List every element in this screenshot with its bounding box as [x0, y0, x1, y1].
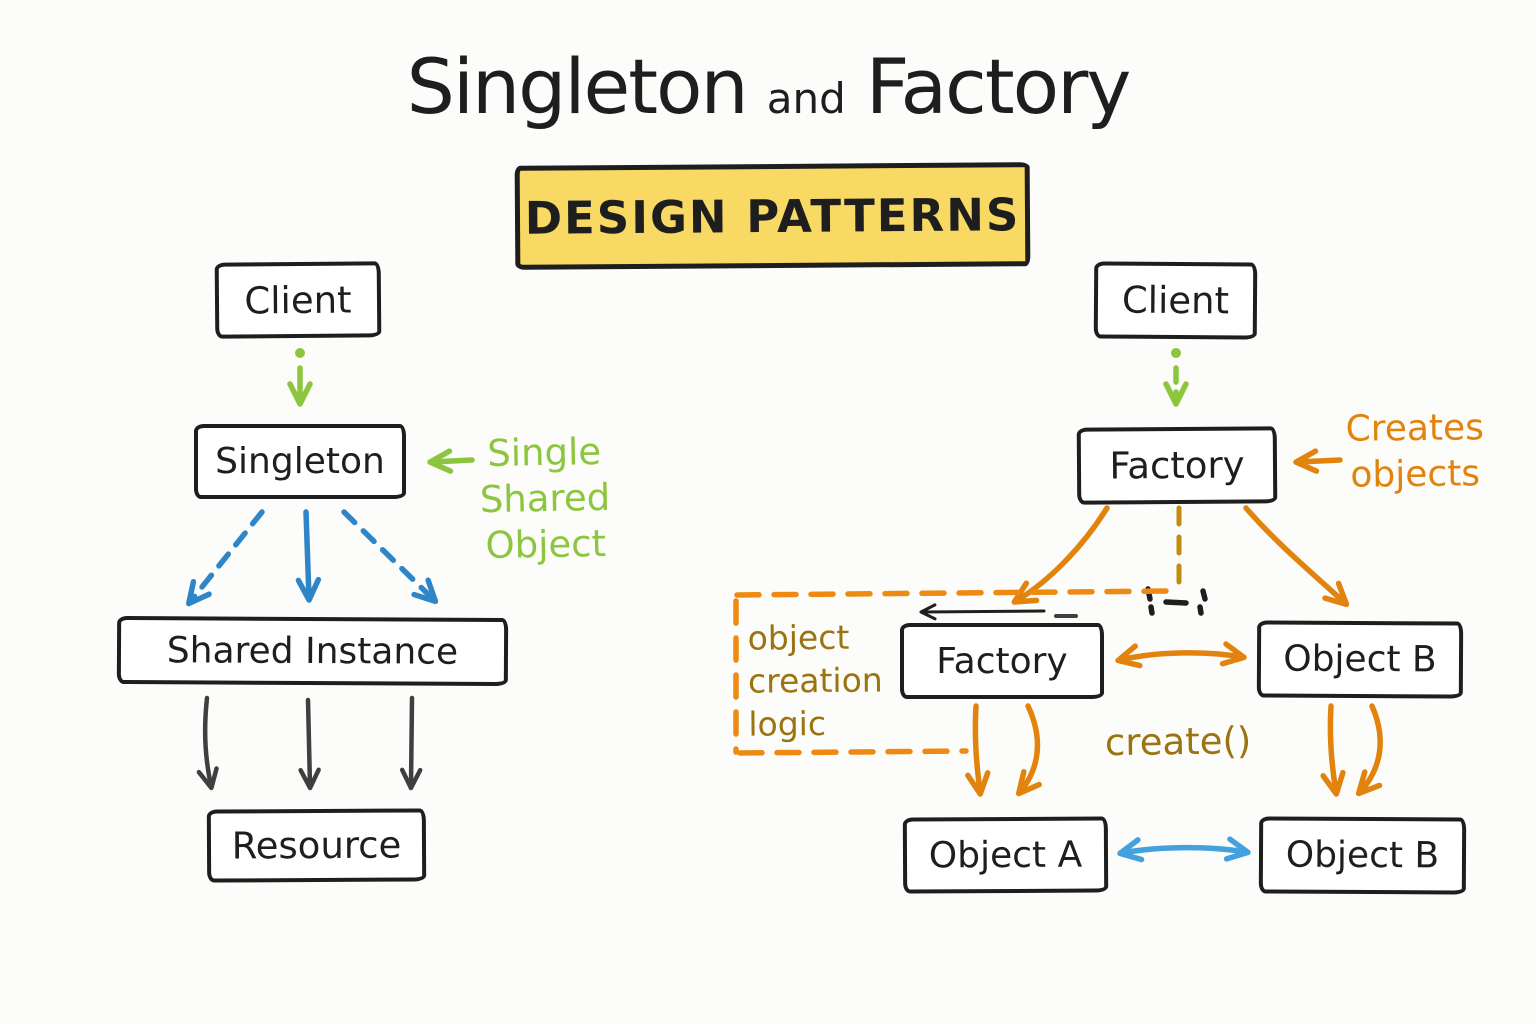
- factory-box: Factory: [1076, 426, 1278, 505]
- singleton-client-label: Client: [244, 278, 352, 322]
- title-word-and: and: [766, 74, 846, 123]
- sub-factory-label: Factory: [936, 640, 1068, 682]
- objectb-to-objectb-arrow-curved: [1355, 703, 1383, 797]
- shared-instance-box: Shared Instance: [116, 615, 509, 687]
- factory-client-box: Client: [1093, 261, 1258, 340]
- object-b-top-label: Object B: [1283, 638, 1437, 681]
- singleton-to-shared-dashed-arrow-left: [186, 509, 265, 607]
- factory-label: Factory: [1109, 443, 1245, 488]
- single-shared-object-line2: Shared: [479, 475, 611, 522]
- objectb-to-objectb-arrow-straight: [1320, 703, 1346, 797]
- singleton-to-shared-arrow-middle: [295, 509, 322, 603]
- subfactory-to-objecta-arrow-straight: [965, 703, 991, 797]
- green-arrow-start-dot: [295, 348, 305, 358]
- page-title: Singleton and Factory: [0, 42, 1536, 131]
- design-patterns-badge-label: DESIGN PATTERNS: [524, 187, 1021, 245]
- object-a-label: Object A: [928, 834, 1083, 876]
- title-word-singleton: Singleton: [406, 42, 749, 131]
- factory-to-subfactory-arrow: [1011, 505, 1110, 605]
- shared-to-resource-arrow-right: [399, 695, 423, 791]
- resource-label: Resource: [231, 823, 402, 868]
- title-word-factory: Factory: [865, 42, 1132, 131]
- objecta-objectb-double-arrow: [1117, 836, 1251, 863]
- subfactory-objectb-double-arrow: [1115, 641, 1247, 669]
- black-left-arrow: [919, 603, 1046, 621]
- single-shared-object-line3: Object: [485, 521, 607, 568]
- creation-logic-line1: object: [747, 617, 850, 658]
- design-patterns-badge: DESIGN PATTERNS: [514, 162, 1031, 270]
- green-arrow-start-dot-right: [1171, 348, 1181, 358]
- object-creation-logic-note: object creation logic: [747, 615, 898, 745]
- creates-objects-note: Creates objects: [1330, 405, 1501, 499]
- singleton-label: Singleton: [215, 441, 385, 482]
- singleton-box: Singleton: [194, 424, 406, 499]
- single-shared-object-note: Single Shared Object: [469, 429, 621, 570]
- single-shared-object-line1: Single: [486, 430, 602, 475]
- object-a-box: Object A: [902, 816, 1109, 894]
- single-shared-object-arrow: [427, 448, 475, 474]
- black-dash-cluster: [1145, 586, 1208, 616]
- subfactory-to-objecta-arrow-curved: [1015, 703, 1042, 797]
- create-method-text: create(): [1104, 719, 1252, 765]
- object-b-bottom-box: Object B: [1258, 816, 1467, 895]
- singleton-to-shared-dashed-arrow-right: [341, 509, 439, 605]
- object-b-top-box: Object B: [1256, 620, 1464, 699]
- sub-factory-box: Factory: [900, 623, 1104, 699]
- object-b-bottom-label: Object B: [1285, 834, 1440, 877]
- creation-logic-line3: logic: [748, 703, 827, 744]
- create-method-label: create(): [1105, 719, 1276, 764]
- resource-box: Resource: [206, 808, 427, 883]
- creates-objects-line1: Creates: [1345, 407, 1485, 450]
- shared-to-resource-arrow-middle: [298, 697, 321, 791]
- factory-client-label: Client: [1121, 278, 1230, 323]
- shared-instance-label: Shared Instance: [166, 629, 459, 673]
- creation-logic-line2: creation: [747, 660, 883, 701]
- creates-objects-line2: objects: [1350, 453, 1481, 496]
- factory-to-objectb-arrow: [1243, 505, 1350, 608]
- shared-to-resource-arrow-left: [196, 695, 219, 791]
- singleton-client-box: Client: [214, 261, 382, 339]
